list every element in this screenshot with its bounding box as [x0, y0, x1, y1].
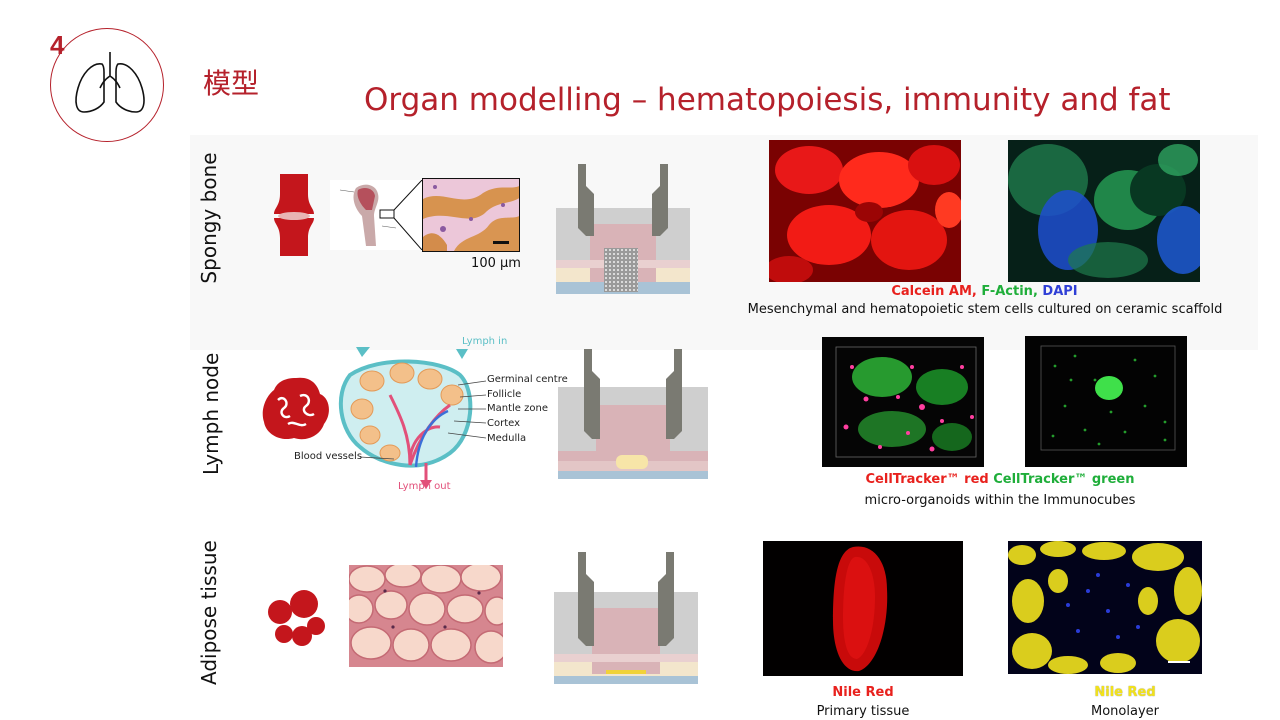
fat-cells-icon	[268, 590, 325, 646]
adipose-histology-image	[349, 565, 503, 667]
label-follicle: Follicle	[487, 389, 522, 400]
caption-lymph: micro-organoids within the Immunocubes	[864, 493, 1136, 508]
section-number: 4	[50, 30, 65, 60]
caption-monolayer: Monolayer	[1091, 704, 1159, 719]
slide-subtitle: 模型	[203, 67, 260, 100]
stain-sep-1: ,	[971, 284, 982, 299]
label-germinal-centre: Germinal centre	[487, 374, 568, 385]
row-label-spongy-bone: Spongy bone	[197, 152, 221, 284]
micrograph-nile-red-primary	[763, 541, 963, 676]
femur-illustration	[330, 180, 422, 250]
label-cortex: Cortex	[487, 418, 521, 429]
stain-calcein: Calcein AM	[891, 284, 972, 299]
stain-nile-red-primary: Nile Red	[832, 685, 894, 700]
bioreactor-device-diagram-lymph	[558, 349, 708, 479]
stain-celltracker-red: CellTracker™ red	[865, 472, 989, 487]
lungs-icon	[75, 52, 145, 113]
stain-factin: F-Actin	[981, 284, 1033, 299]
stain-sep-2: ,	[1032, 284, 1043, 299]
lymph-node-icon	[262, 377, 329, 440]
bioreactor-device-diagram-bone	[556, 164, 690, 294]
stain-celltracker-green: CellTracker™ green	[988, 472, 1135, 487]
label-medulla: Medulla	[487, 433, 527, 444]
row-label-lymph-node: Lymph node	[199, 352, 223, 475]
stain-dapi: DAPI	[1042, 284, 1078, 299]
stain-legend-bone: Calcein AM, F-Actin, DAPI	[769, 284, 1200, 299]
micrograph-celltracker-3d	[822, 337, 984, 467]
label-lymph-in: Lymph in	[462, 336, 508, 347]
row-label-adipose-tissue: Adipose tissue	[197, 540, 221, 685]
stain-nile-red-monolayer: Nile Red	[1094, 685, 1156, 700]
section-badge-circle	[50, 28, 164, 142]
label-blood-vessels: Blood vessels	[294, 451, 363, 462]
micrograph-nile-red-monolayer	[1008, 541, 1202, 674]
bone-histology-image	[422, 178, 520, 252]
micrograph-celltracker-green	[1025, 336, 1187, 467]
bioreactor-device-diagram-adipose	[554, 552, 698, 684]
caption-bone: Mesenchymal and hematopoietic stem cells…	[747, 302, 1223, 317]
slide-title: Organ modelling – hematopoiesis, immunit…	[364, 82, 1171, 118]
label-mantle-zone: Mantle zone	[487, 403, 548, 414]
bone-joint-icon	[274, 174, 314, 256]
scale-bar-label: 100 µm	[471, 256, 521, 271]
label-lymph-out: Lymph out	[398, 481, 451, 492]
lymph-node-diagram	[338, 347, 487, 489]
micrograph-factin-dapi	[1008, 140, 1200, 282]
caption-primary-tissue: Primary tissue	[816, 704, 910, 719]
stain-legend-lymph: CellTracker™ red CellTracker™ green	[800, 472, 1200, 487]
micrograph-calcein	[769, 140, 961, 282]
